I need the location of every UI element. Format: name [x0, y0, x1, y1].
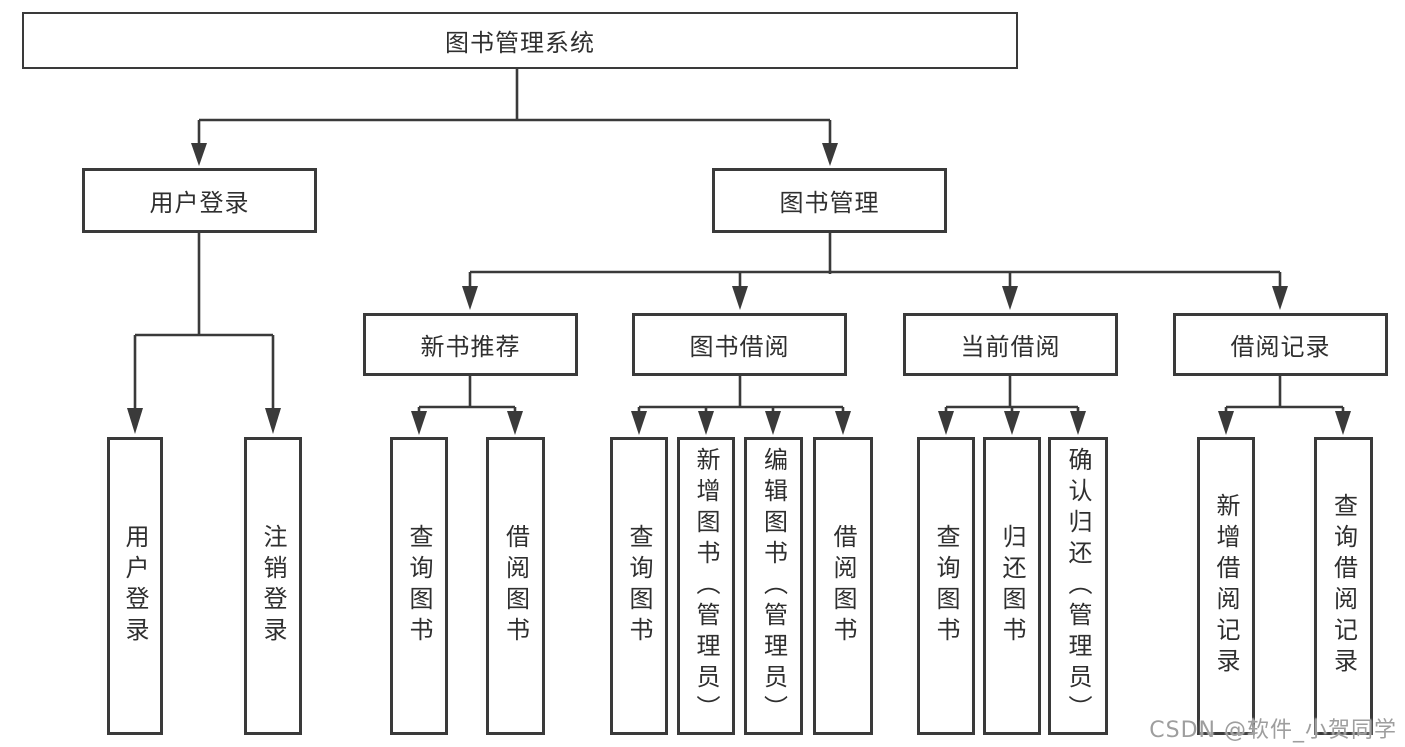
leaf-label: 查询借阅记录	[1329, 493, 1358, 679]
leaf-borrow-books-borrowing: 借阅图书	[813, 437, 873, 735]
node-current-borrowing: 当前借阅	[903, 313, 1118, 376]
leaf-add-books-admin: 新增图书（管理员）	[677, 437, 735, 735]
arrowheads	[127, 143, 1351, 435]
leaf-query-books-recommend: 查询图书	[390, 437, 448, 735]
leaf-borrow-books-recommend: 借阅图书	[486, 437, 545, 735]
leaf-label: 注销登录	[259, 524, 287, 648]
leaf-user-login: 用户登录	[107, 437, 163, 735]
node-label: 图书借阅	[689, 333, 790, 361]
leaf-query-books-current: 查询图书	[917, 437, 975, 735]
leaf-label: 用户登录	[121, 524, 149, 648]
leaf-label: 查询图书	[932, 524, 960, 648]
node-label: 当前借阅	[960, 333, 1061, 361]
node-label: 图书管理系统	[445, 29, 595, 57]
leaf-query-books-borrowing: 查询图书	[610, 437, 668, 735]
leaf-label: 新增图书（管理员）	[692, 446, 720, 726]
csdn-watermark: CSDN @软件_小贺同学	[1149, 718, 1397, 743]
leaf-label: 确认归还（管理员）	[1064, 446, 1092, 726]
leaf-label: 新增借阅记录	[1212, 493, 1240, 679]
connector-tree-paths	[135, 69, 1343, 409]
node-new-book-recommendation: 新书推荐	[363, 313, 578, 376]
leaf-query-borrow-record: 查询借阅记录	[1314, 437, 1373, 735]
leaf-label: 查询图书	[405, 524, 433, 648]
leaf-edit-books-admin: 编辑图书（管理员）	[744, 437, 803, 735]
node-label: 图书管理	[779, 189, 880, 217]
leaf-label: 归还图书	[998, 524, 1026, 648]
node-book-management: 图书管理	[712, 168, 947, 233]
leaf-label: 借阅图书	[829, 524, 857, 648]
leaf-logout: 注销登录	[244, 437, 302, 735]
leaf-label: 借阅图书	[501, 524, 530, 648]
node-label: 新书推荐	[420, 333, 521, 361]
node-label: 用户登录	[149, 189, 250, 217]
leaf-add-borrow-record: 新增借阅记录	[1197, 437, 1255, 735]
node-book-borrowing: 图书借阅	[632, 313, 847, 376]
node-borrowing-records: 借阅记录	[1173, 313, 1388, 376]
leaf-return-books: 归还图书	[983, 437, 1041, 735]
node-label: 借阅记录	[1230, 333, 1331, 361]
leaf-label: 编辑图书（管理员）	[759, 446, 788, 726]
node-book-management-system: 图书管理系统	[22, 12, 1018, 69]
leaf-confirm-return-admin: 确认归还（管理员）	[1048, 437, 1108, 735]
leaf-label: 查询图书	[625, 524, 653, 648]
node-user-login: 用户登录	[82, 168, 317, 233]
